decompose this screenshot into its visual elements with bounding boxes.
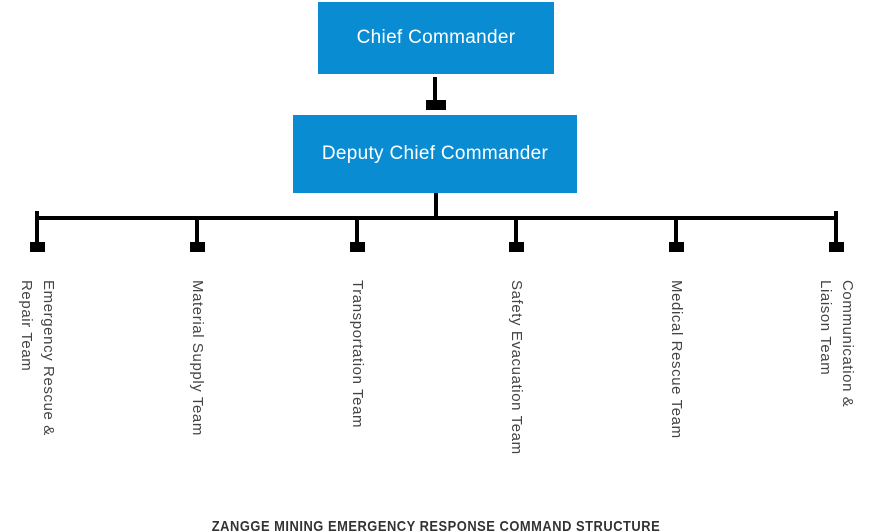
team-label-safety-evacuation: Safety Evacuation Team <box>505 280 527 455</box>
branch-stem-4 <box>514 216 518 244</box>
team-label-material-supply: Material Supply Team <box>186 280 208 436</box>
node-deputy-chief-commander-label: Deputy Chief Commander <box>321 143 549 164</box>
arrow-head-icon <box>190 242 205 252</box>
node-deputy-chief-commander: Deputy Chief Commander <box>293 115 577 193</box>
arrow-head-icon <box>829 242 844 252</box>
arrow-head-icon <box>30 242 45 252</box>
team-label-emergency-rescue-repair: Emergency Rescue & Repair Team <box>15 280 59 436</box>
team-label-communication-liaison: Communication & Liaison Team <box>814 280 858 407</box>
team-label-line: Communication & <box>838 280 856 408</box>
connector-chief-deputy-stem <box>433 77 437 102</box>
team-label-line: Transportation Team <box>348 280 366 429</box>
team-label-line: Material Supply Team <box>188 280 206 436</box>
branch-stem-2 <box>195 216 199 244</box>
team-label-transportation: Transportation Team <box>346 280 368 428</box>
node-chief-commander-label: Chief Commander <box>356 27 516 48</box>
chart-caption-wrap: ZANGGE MINING EMERGENCY RESPONSE COMMAND… <box>175 518 696 532</box>
arrow-head-icon <box>509 242 524 252</box>
team-label-line: Safety Evacuation Team <box>507 280 525 455</box>
branch-stem-6 <box>834 211 838 244</box>
arrow-head-icon <box>350 242 365 252</box>
team-label-line: Emergency Rescue & <box>39 280 57 436</box>
branch-stem-1 <box>35 211 39 244</box>
node-chief-commander: Chief Commander <box>318 2 554 74</box>
team-label-medical-rescue: Medical Rescue Team <box>665 280 687 439</box>
team-label-line: Liaison Team <box>817 280 834 376</box>
chart-caption: ZANGGE MINING EMERGENCY RESPONSE COMMAND… <box>211 518 661 532</box>
team-label-line: Medical Rescue Team <box>667 280 685 439</box>
connector-deputy-bus-stem <box>434 193 438 218</box>
branch-stem-3 <box>355 216 359 244</box>
arrow-head-icon <box>426 100 446 110</box>
team-label-line: Repair Team <box>18 280 35 372</box>
arrow-head-icon <box>669 242 684 252</box>
branch-stem-5 <box>674 216 678 244</box>
connector-bus-line <box>35 216 838 220</box>
